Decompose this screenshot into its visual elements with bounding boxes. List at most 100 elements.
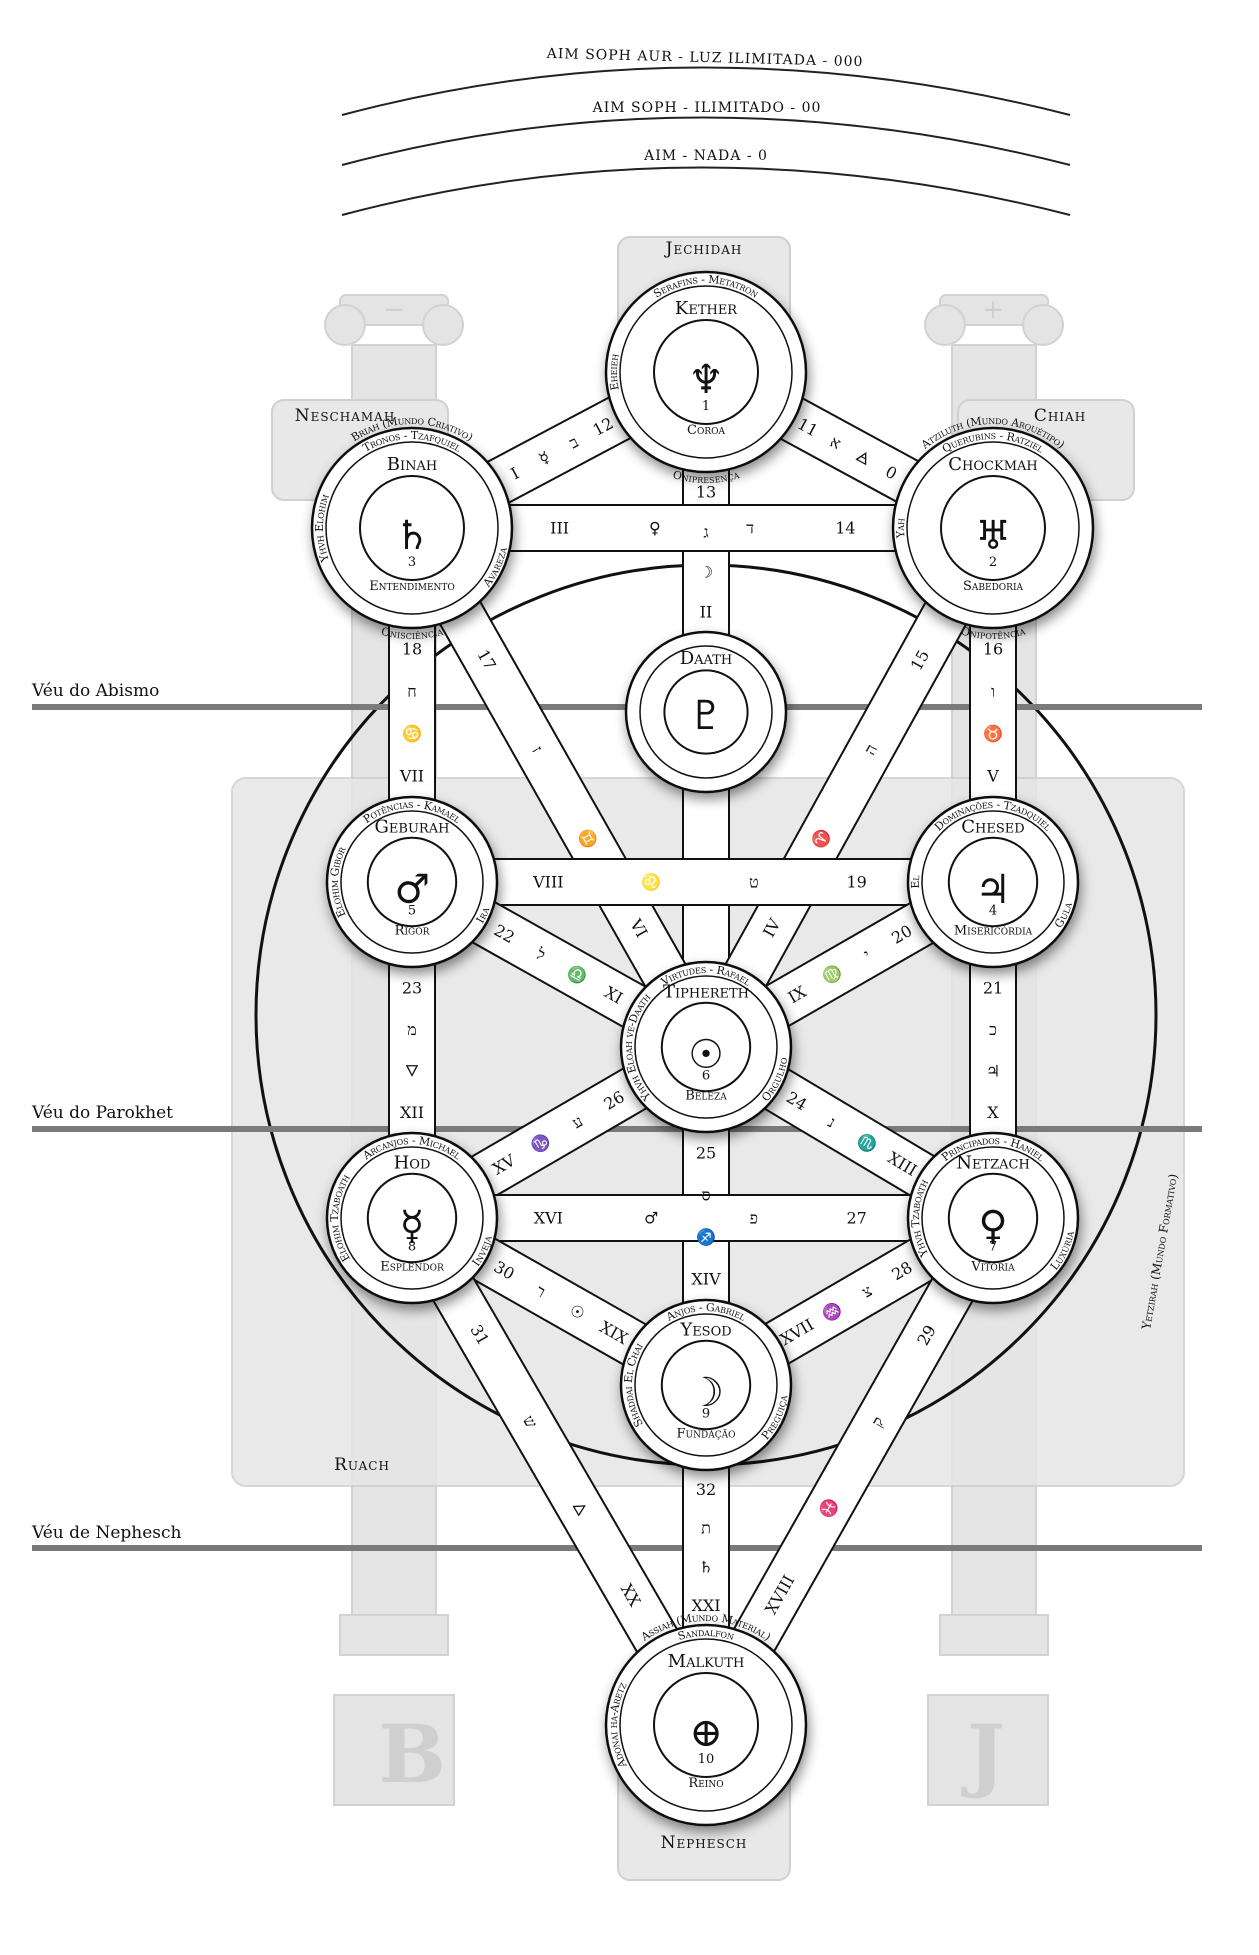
path-21-sign: ♃: [986, 1061, 1000, 1080]
sephirah-chockmah-name: Chockmah: [948, 454, 1037, 475]
sephirah-geburah-name: Geburah: [375, 817, 450, 838]
ain-arcs: AIM SOPH AUR - LUZ ILIMITADA - 000 AIM S…: [341, 46, 1071, 216]
label-jechidah: Jechidah: [664, 239, 743, 259]
sephirah-geburah-symbol: ♂: [394, 867, 430, 913]
sephirah-tiphereth-quality: Beleza: [685, 1089, 727, 1104]
sephirah-chockmah-ring-left: Yah: [893, 518, 907, 540]
sephirah-malkuth-number: 10: [698, 1752, 715, 1767]
arc-ain-soph-aur: [341, 66, 1071, 116]
label-neschamah: Neschamah: [295, 406, 396, 426]
veil-abismo-line: [32, 704, 1202, 710]
path-32-letter: ת: [701, 1519, 711, 1538]
sephirah-malkuth-ring-top: Sandalfon: [676, 1625, 736, 1642]
path-13-trump: II: [700, 603, 713, 622]
arc-ain: [341, 166, 1071, 216]
sephirah-daath-name: Daath: [680, 648, 733, 669]
veil-parokhet-label: Véu do Parokhet: [31, 1103, 173, 1123]
path-32-sign: ♄: [699, 1557, 713, 1576]
sephirah-yesod-name: Yesod: [679, 1320, 731, 1341]
sephirah-chockmah-number: 2: [989, 555, 997, 570]
sephirah-tiphereth-symbol: ☉: [688, 1032, 724, 1078]
sephirah-kether-quality: Coroa: [687, 423, 725, 438]
path-25-num: 25: [696, 1144, 716, 1163]
label-ruach: Ruach: [334, 1455, 390, 1475]
label-chiah: Chiah: [1034, 406, 1086, 426]
path-27-num: 27: [846, 1209, 866, 1228]
sephirah-netzach-quality: Vitória: [970, 1260, 1015, 1275]
sephirah-chockmah-symbol: ♅: [975, 513, 1011, 559]
path-23-trump: XII: [400, 1103, 424, 1122]
sephirah-chesed-number: 4: [989, 903, 997, 918]
path-25-letter: ס: [701, 1186, 710, 1205]
sephirah-yesod-number: 9: [702, 1406, 710, 1421]
sephirah-yesod-quality: Fundação: [677, 1427, 736, 1442]
sephirah-kether-name: Kether: [675, 298, 738, 319]
path-19-num: 19: [846, 873, 866, 892]
path-21-num: 21: [983, 978, 1003, 997]
veil-abismo-label: Véu do Abismo: [31, 681, 159, 701]
path-27: [411, 1194, 994, 1242]
veil-nephesch-label: Véu de Nephesch: [31, 1523, 182, 1543]
label-nephesch: Nephesch: [661, 1833, 748, 1853]
path-18-sign: ♋: [402, 724, 422, 743]
path-13-sign: ☽: [699, 563, 713, 582]
sephirah-malkuth-symbol: ⊕: [689, 1710, 723, 1756]
path-27-letter: פ: [750, 1209, 758, 1228]
sephirah-kether-ring-bottom: Onipresença: [671, 468, 740, 486]
path-18-num: 18: [402, 640, 422, 659]
path-32-trump: XXI: [691, 1596, 720, 1615]
sephirah-chesed-name: Chesed: [961, 817, 1024, 838]
sephirah-netzach-name: Netzach: [956, 1153, 1030, 1174]
pillar-right-sign: +: [982, 295, 1004, 325]
sephirah-kether-number: 1: [702, 399, 710, 414]
sephirah-tiphereth-name: Tiphereth: [663, 982, 749, 1003]
sephirah-daath: Daath♇: [624, 630, 788, 794]
sephirah-binah-number: 3: [408, 555, 416, 570]
sephirah-malkuth-name: Malkuth: [668, 1651, 745, 1672]
sephirah-kether-symbol: ♆: [688, 357, 724, 403]
sephirah-geburah-quality: Rigor: [395, 924, 430, 939]
sephirah-yesod-symbol: ☽: [688, 1370, 724, 1416]
sephirah-hod-quality: Esplendor: [380, 1260, 444, 1275]
path-25-trump: XIV: [691, 1270, 721, 1289]
path-27-trump: XVI: [534, 1209, 563, 1228]
sephirah-hod-number: 8: [408, 1239, 416, 1254]
sephirah-kether-ring-left: Eheieh: [606, 353, 621, 392]
sephirah-hod-symbol: ☿: [400, 1203, 425, 1249]
sephirah-malkuth-quality: Reino: [688, 1776, 723, 1791]
path-27-sign: ♂: [644, 1209, 658, 1228]
arc-label-ain-soph: AIM SOPH - ILIMITADO - 00: [592, 100, 822, 116]
path-21-trump: X: [987, 1103, 999, 1122]
path-16-num: 16: [983, 640, 1003, 659]
sephirah-geburah-number: 5: [408, 903, 416, 918]
path-21-letter: כ: [989, 1020, 997, 1039]
sephirah-binah-ring-left: Yhvh Elohim: [312, 492, 331, 565]
path-16-letter: ו: [991, 682, 995, 701]
path-13-letter: ג: [703, 523, 708, 542]
arc-ain-soph: [341, 116, 1071, 166]
path-23-sign: 🜄: [405, 1061, 419, 1080]
path-23-num: 23: [402, 978, 422, 997]
sephirah-chesed-quality: Misericórdia: [954, 924, 1033, 939]
path-32-num: 32: [696, 1480, 716, 1499]
path-19: [411, 858, 994, 906]
sephirah-chockmah-quality: Sabedoria: [963, 579, 1024, 594]
veil-parokhet-line: [32, 1126, 1202, 1132]
pillar-left-sign: −: [383, 295, 405, 325]
path-19-trump: VIII: [532, 873, 564, 892]
sephirah-geburah-ring-right: Ira: [473, 905, 492, 925]
path-25-sign: ♐: [696, 1228, 716, 1247]
sephirah-hod-name: Hod: [394, 1153, 431, 1174]
sephirah-chesed-ring-left: El: [908, 874, 921, 889]
